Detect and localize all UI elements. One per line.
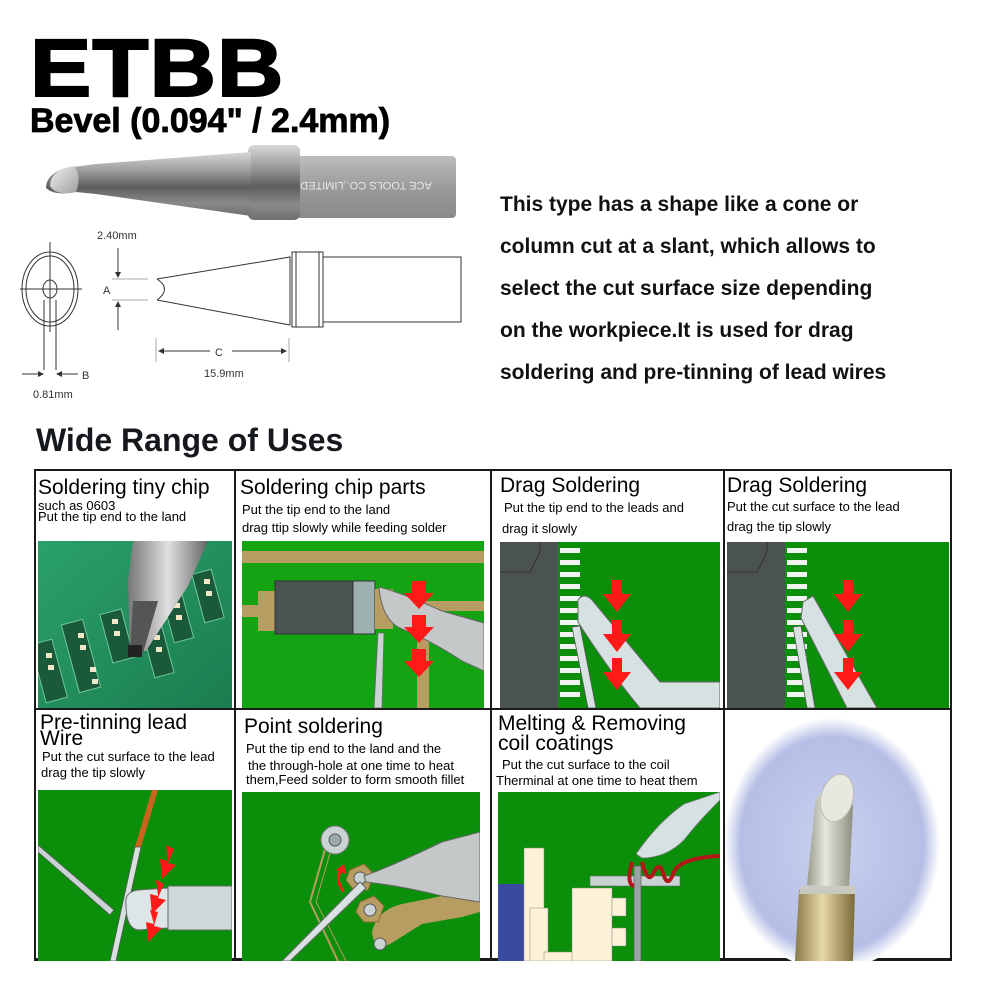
use-cell-tiny-chip: Soldering tiny chip such as 0603 Put the… [36, 471, 234, 708]
engraving-text: ACE TOOLS CO.,LIMITED [300, 179, 432, 191]
use-instruction: Put the cut surface to the lead [42, 749, 215, 764]
use-instruction: Put the cut surface to the coil [502, 757, 670, 772]
use-title: Soldering tiny chip [38, 476, 210, 499]
tip-description: This type has a shape like a cone or col… [500, 184, 970, 394]
dimension-diagram: B 0.81mm 2.40mm A C 15.9mm [0, 220, 480, 410]
description-line: on the workpiece.It is used for drag [500, 319, 854, 342]
tip-size-subtitle: Bevel (0.094" / 2.4mm) [30, 102, 391, 140]
grid-divider [234, 471, 236, 961]
use-title: Melting & Removing [498, 712, 686, 735]
use-instruction: such as 0603 [38, 498, 116, 513]
chip-parts-illustration [242, 541, 484, 708]
use-instruction: them,Feed solder to form smooth fillet [246, 772, 465, 787]
use-instruction: Put the tip end to the land and the [246, 741, 442, 756]
use-title-line2: coil coatings [498, 732, 614, 755]
use-instruction: Put the cut surface to the lead [727, 499, 900, 514]
use-instruction: the through-hole at one time to heat [248, 758, 454, 773]
use-title: Drag Soldering [727, 474, 868, 497]
bevel-tip-closeup-photo [725, 710, 952, 961]
soldering-tip-photo: ACE TOOLS CO.,LIMITED [36, 140, 456, 220]
use-instruction: Put the tip end to the land [38, 509, 187, 524]
dim-c-label: C [215, 347, 223, 359]
use-instruction: Put the tip end to the land [242, 502, 391, 517]
dim-c-value: 15.9mm [204, 368, 244, 380]
use-instruction: Put the tip end to the leads and [504, 500, 684, 515]
use-cell-drag-soldering-1: Drag Soldering Put the tip end to the le… [492, 471, 723, 708]
dim-a-value: 2.40mm [97, 230, 137, 242]
description-line: soldering and pre-tinning of lead wires [500, 361, 887, 384]
use-title: Point soldering [244, 715, 383, 738]
use-title-line2: Wire [40, 727, 84, 750]
dim-b-label: B [82, 370, 89, 382]
drag-soldering-cut-illustration [727, 542, 949, 708]
grid-divider [490, 471, 492, 961]
use-cell-point-soldering: Point soldering Put the tip end to the l… [236, 710, 490, 961]
use-cell-chip-parts: Soldering chip parts Put the tip end to … [236, 471, 490, 708]
grid-divider [723, 471, 725, 961]
use-title: Soldering chip parts [240, 476, 426, 499]
product-code-title: ETBB [29, 23, 285, 114]
use-instruction: Therminal at one time to heat them [496, 773, 698, 788]
uses-section-heading: Wide Range of Uses [36, 422, 344, 458]
tiny-chip-photo [38, 541, 232, 708]
dim-b-value: 0.81mm [33, 389, 73, 401]
use-cell-drag-soldering-2: Drag Soldering Put the cut surface to th… [725, 471, 952, 708]
description-line: select the cut surface size depending [500, 277, 873, 300]
dim-a-label: A [103, 285, 111, 297]
use-instruction: drag the tip slowly [727, 519, 832, 534]
description-line: column cut at a slant, which allows to [500, 235, 876, 258]
use-cell-tip-photo [725, 710, 952, 961]
coil-coating-illustration [498, 792, 720, 961]
use-cell-coil-coatings: Melting & Removing coil coatings Put the… [492, 710, 723, 961]
use-instruction: drag it slowly [502, 521, 578, 536]
pre-tinning-illustration [38, 790, 232, 961]
grid-divider [36, 708, 952, 710]
drag-soldering-illustration [500, 542, 720, 708]
use-title: Drag Soldering [500, 474, 641, 497]
red-arrow-icon [404, 581, 434, 677]
uses-grid: Soldering tiny chip such as 0603 Put the… [34, 469, 952, 961]
use-title: Pre-tinning lead [40, 711, 188, 734]
use-instruction: drag the tip slowly [41, 765, 146, 780]
use-instruction: drag ttip slowly while feeding solder [242, 520, 447, 535]
description-line: This type has a shape like a cone or [500, 193, 859, 216]
use-cell-pre-tinning: Pre-tinning lead Wire Put the cut surfac… [36, 710, 234, 961]
point-soldering-illustration [242, 792, 480, 961]
